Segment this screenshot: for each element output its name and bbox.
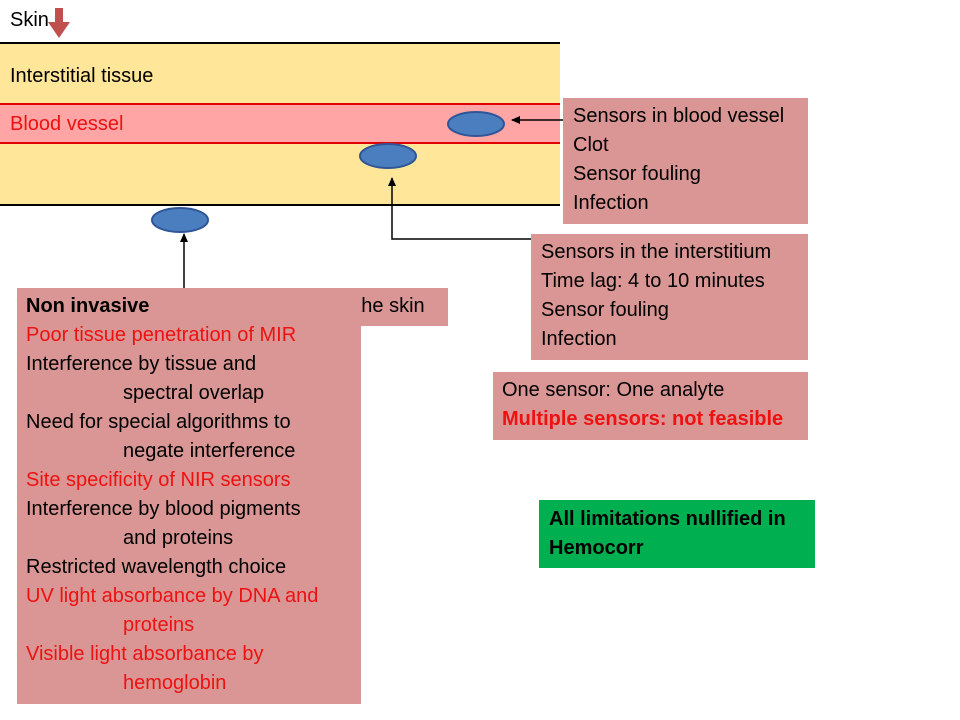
limitation-text: Visible light absorbance by (26, 643, 264, 665)
blood-vessel-callout: Sensors in blood vessel Clot Sensor foul… (563, 98, 808, 224)
conclusion-line-2: Hemocorr (549, 537, 644, 559)
limitation-text-continued: negate interference (123, 440, 296, 462)
limitation-item: Site specificity of NIR sensors (26, 466, 352, 495)
skin-label: Skin (10, 9, 49, 31)
clot-text: Clot (573, 134, 609, 156)
limitation-item: UV light absorbance by DNA and proteins (26, 582, 352, 640)
non-invasive-callout: Non invasive Poor tissue penetration of … (17, 288, 361, 704)
limitation-text-continued: hemoglobin (123, 672, 227, 694)
limitation-text-continued: spectral overlap (123, 382, 265, 404)
hemocorr-conclusion-box: All limitations nullified in Hemocorr (539, 500, 815, 568)
analyte-callout: One sensor: One analyte Multiple sensors… (493, 372, 808, 440)
limitation-item: Need for special algorithms to negate int… (26, 408, 352, 466)
limitation-text: Poor tissue penetration of MIR (26, 324, 297, 346)
blood-vessel-label: Blood vessel (10, 113, 124, 135)
multiple-sensors-text: Multiple sensors: not feasible (502, 408, 784, 430)
limitation-text-continued: and proteins (123, 527, 234, 549)
limitation-text: Restricted wavelength choice (26, 556, 287, 578)
limitation-text-continued: proteins (123, 614, 195, 636)
interstitium-callout-title: Sensors in the interstitium (541, 241, 772, 263)
limitation-item: Restricted wavelength choice (26, 553, 352, 582)
skin-down-arrow-icon (48, 8, 70, 38)
conclusion-line-1: All limitations nullified in (549, 508, 786, 530)
blood-vessel-callout-title: Sensors in blood vessel (573, 105, 785, 127)
time-lag-text: Time lag: 4 to 10 minutes (541, 270, 765, 292)
infection-text: Infection (573, 192, 649, 214)
sensor-fouling-text: Sensor fouling (573, 163, 701, 185)
limitation-item: Visible light absorbance by hemoglobin (26, 640, 352, 698)
sensor-fouling-text: Sensor fouling (541, 299, 669, 321)
one-sensor-text: One sensor: One analyte (502, 379, 725, 401)
limitation-text: Site specificity of NIR sensors (26, 469, 291, 491)
non-invasive-heading: Non invasive (26, 295, 150, 317)
limitation-item: Interference by tissue and spectral overl… (26, 350, 352, 408)
limitation-list: Poor tissue penetration of MIR Interferen… (26, 321, 352, 698)
limitation-item: Poor tissue penetration of MIR (26, 321, 352, 350)
limitation-item: Interference by blood pigments and protei… (26, 495, 352, 553)
interstitial-tissue-label: Interstitial tissue (10, 65, 154, 87)
skin-sensor (151, 207, 209, 233)
limitation-text: Need for special algorithms to (26, 411, 291, 433)
limitation-text: Interference by blood pigments (26, 498, 301, 520)
infection-text: Infection (541, 328, 617, 350)
limitation-text: Interference by tissue and (26, 353, 257, 375)
interstitium-callout: Sensors in the interstitium Time lag: 4 … (531, 234, 808, 360)
limitation-text: UV light absorbance by DNA and (26, 585, 319, 607)
